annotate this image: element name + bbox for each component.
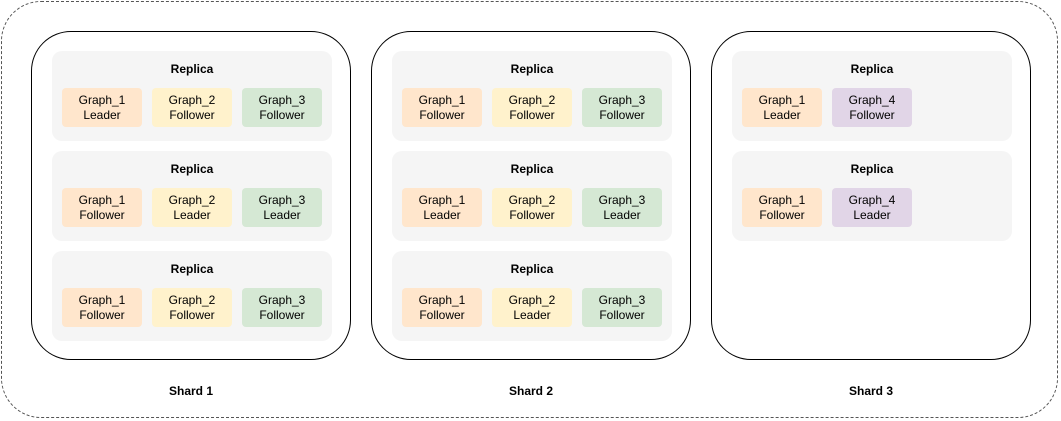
graph-name: Graph_3: [258, 192, 306, 207]
replica-title: Replica: [850, 162, 894, 176]
graph-role: Follower: [599, 307, 645, 322]
graph-role: Follower: [169, 107, 215, 122]
graph-role: Follower: [759, 207, 805, 222]
graph-name: Graph_2: [508, 92, 556, 107]
graph-role: Follower: [79, 307, 125, 322]
graph-name: Graph_1: [418, 92, 466, 107]
replica-title: Replica: [850, 62, 894, 76]
graph-role: Leader: [513, 307, 551, 322]
replica-title: Replica: [510, 262, 554, 276]
graph-name: Graph_3: [258, 292, 306, 307]
graph-name: Graph_3: [598, 192, 646, 207]
graph-name: Graph_2: [508, 292, 556, 307]
replica-title: Replica: [510, 62, 554, 76]
graph-name: Graph_2: [508, 192, 556, 207]
graph-name: Graph_2: [168, 92, 216, 107]
graph-role: Leader: [853, 207, 891, 222]
graph-name: Graph_4: [848, 92, 896, 107]
graph-role: Follower: [849, 107, 895, 122]
graph-role: Leader: [83, 107, 121, 122]
graph-role: Follower: [599, 107, 645, 122]
graph-name: Graph_2: [168, 192, 216, 207]
graph-role: Leader: [423, 207, 461, 222]
graph-name: Graph_1: [78, 292, 126, 307]
graph-name: Graph_3: [598, 292, 646, 307]
graph-role: Follower: [509, 207, 555, 222]
graph-role: Leader: [603, 207, 641, 222]
graph-name: Graph_4: [848, 192, 896, 207]
graph-name: Graph_1: [758, 192, 806, 207]
graph-role: Leader: [263, 207, 301, 222]
graph-name: Graph_1: [78, 192, 126, 207]
graph-role: Leader: [173, 207, 211, 222]
graph-role: Follower: [169, 307, 215, 322]
shard-label: Shard 3: [848, 384, 893, 398]
graph-name: Graph_1: [78, 92, 126, 107]
graph-name: Graph_3: [258, 92, 306, 107]
graph-name: Graph_1: [418, 192, 466, 207]
graph-name: Graph_1: [418, 292, 466, 307]
graph-role: Follower: [259, 307, 305, 322]
shard-label: Shard 1: [168, 384, 213, 398]
shard-label: Shard 2: [508, 384, 553, 398]
graph-role: Follower: [79, 207, 125, 222]
graph-name: Graph_1: [758, 92, 806, 107]
graph-name: Graph_3: [598, 92, 646, 107]
graph-name: Graph_2: [168, 292, 216, 307]
graph-role: Follower: [419, 307, 465, 322]
graph-role: Follower: [509, 107, 555, 122]
graph-role: Leader: [763, 107, 801, 122]
replica-title: Replica: [510, 162, 554, 176]
graph-role: Follower: [419, 107, 465, 122]
graph-role: Follower: [259, 107, 305, 122]
replica-title: Replica: [170, 62, 214, 76]
replica-title: Replica: [170, 262, 214, 276]
replica-title: Replica: [170, 162, 214, 176]
